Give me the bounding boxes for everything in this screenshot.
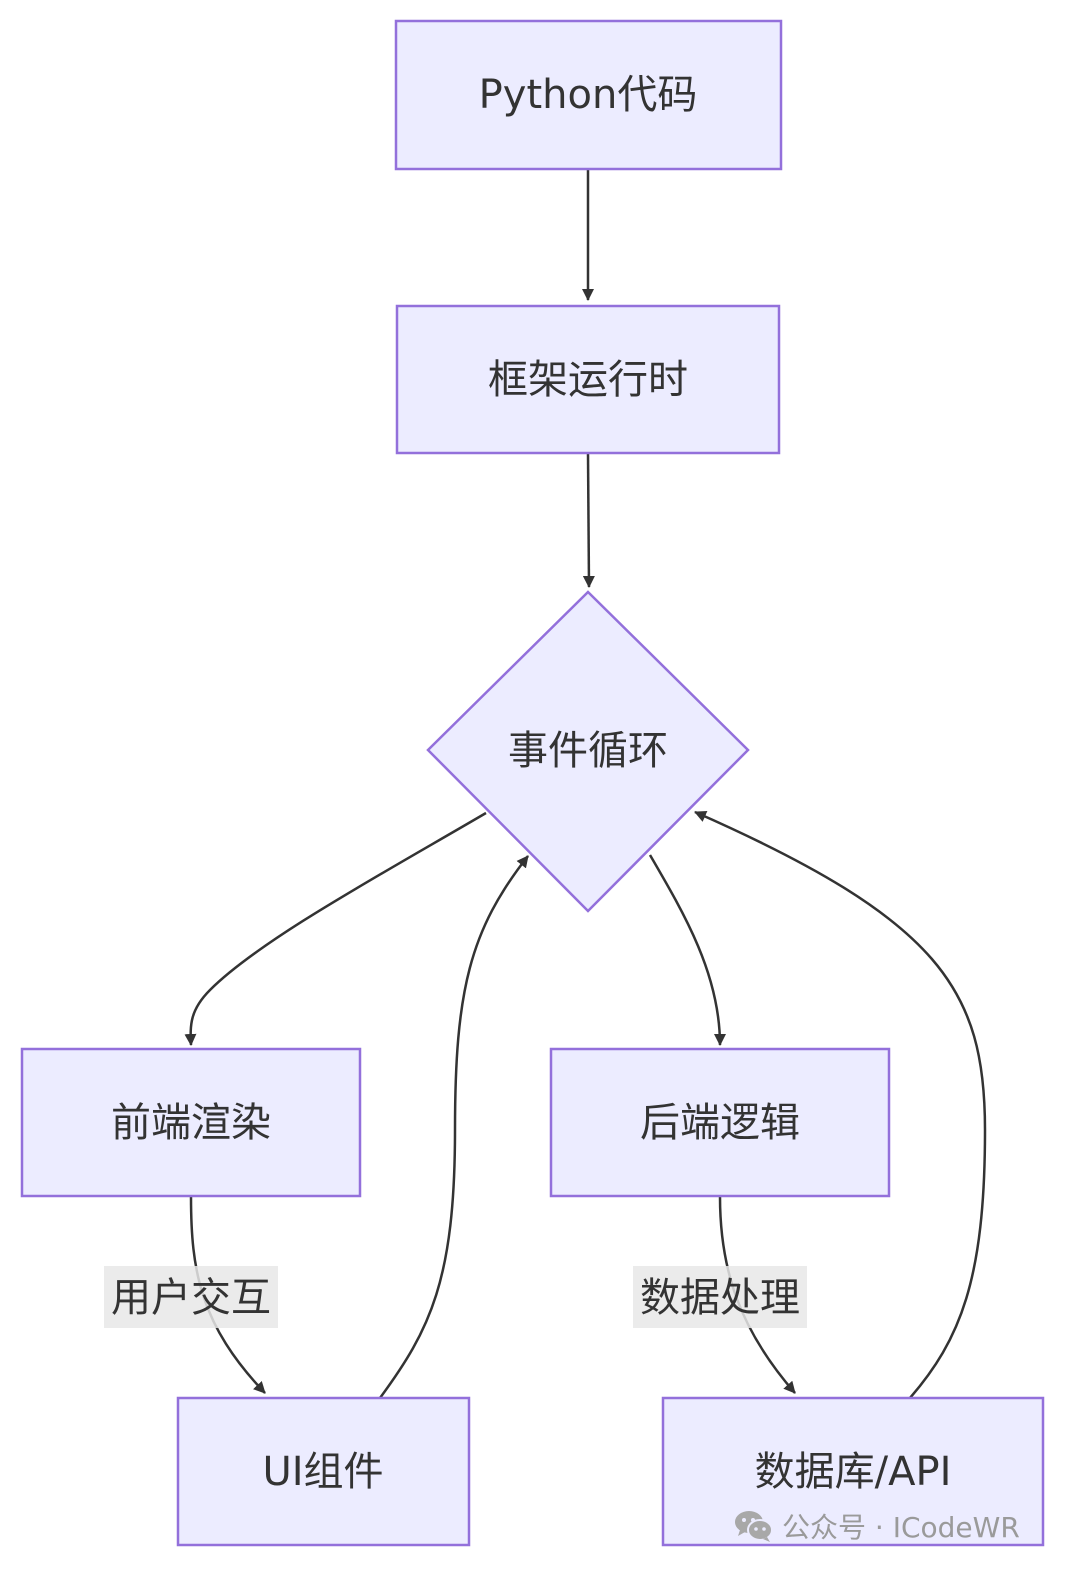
node-label: 事件循环 <box>508 728 668 774</box>
watermark-text: 公众号 · ICodeWR <box>782 1511 1020 1544</box>
node-label: 后端逻辑 <box>640 1100 800 1146</box>
node-diamond <box>426 590 750 913</box>
edge-runtime-to-loop <box>582 453 595 588</box>
node-box <box>395 304 781 455</box>
node-label: 数据库/API <box>755 1449 952 1495</box>
edge-loop-to-frontend <box>184 811 487 1046</box>
node-runtime[interactable]: 框架运行时 <box>395 304 781 455</box>
watermark: 公众号 · ICodeWR <box>734 1506 1020 1546</box>
node-db[interactable]: 数据库/API <box>661 1396 1045 1547</box>
node-box <box>394 19 783 171</box>
edge-db-to-loop <box>694 810 987 1399</box>
node-ui[interactable]: UI组件 <box>176 1396 471 1547</box>
wechat-icon <box>734 1509 774 1543</box>
node-python[interactable]: Python代码 <box>394 19 783 171</box>
node-box <box>549 1047 891 1198</box>
edge-label-text: 用户交互 <box>111 1275 271 1321</box>
node-box <box>661 1396 1045 1547</box>
node-frontend[interactable]: 前端渲染 <box>20 1047 362 1198</box>
edge-label-background <box>104 1266 278 1328</box>
edge-label-data-processing: 数据处理 <box>633 1266 807 1328</box>
node-box <box>20 1047 362 1198</box>
node-label: 前端渲染 <box>111 1100 271 1146</box>
edge-label-user-interaction: 用户交互 <box>104 1266 278 1328</box>
edge-loop-to-backend <box>648 854 726 1046</box>
edge-label-background <box>633 1266 807 1328</box>
node-backend[interactable]: 后端逻辑 <box>549 1047 891 1198</box>
node-label: 框架运行时 <box>488 357 688 403</box>
edge-label-text: 数据处理 <box>640 1275 800 1321</box>
node-loop[interactable]: 事件循环 <box>426 590 750 913</box>
edge-ui-to-loop <box>378 855 529 1399</box>
node-box <box>176 1396 471 1547</box>
node-label: Python代码 <box>479 72 698 118</box>
node-label: UI组件 <box>262 1449 383 1495</box>
